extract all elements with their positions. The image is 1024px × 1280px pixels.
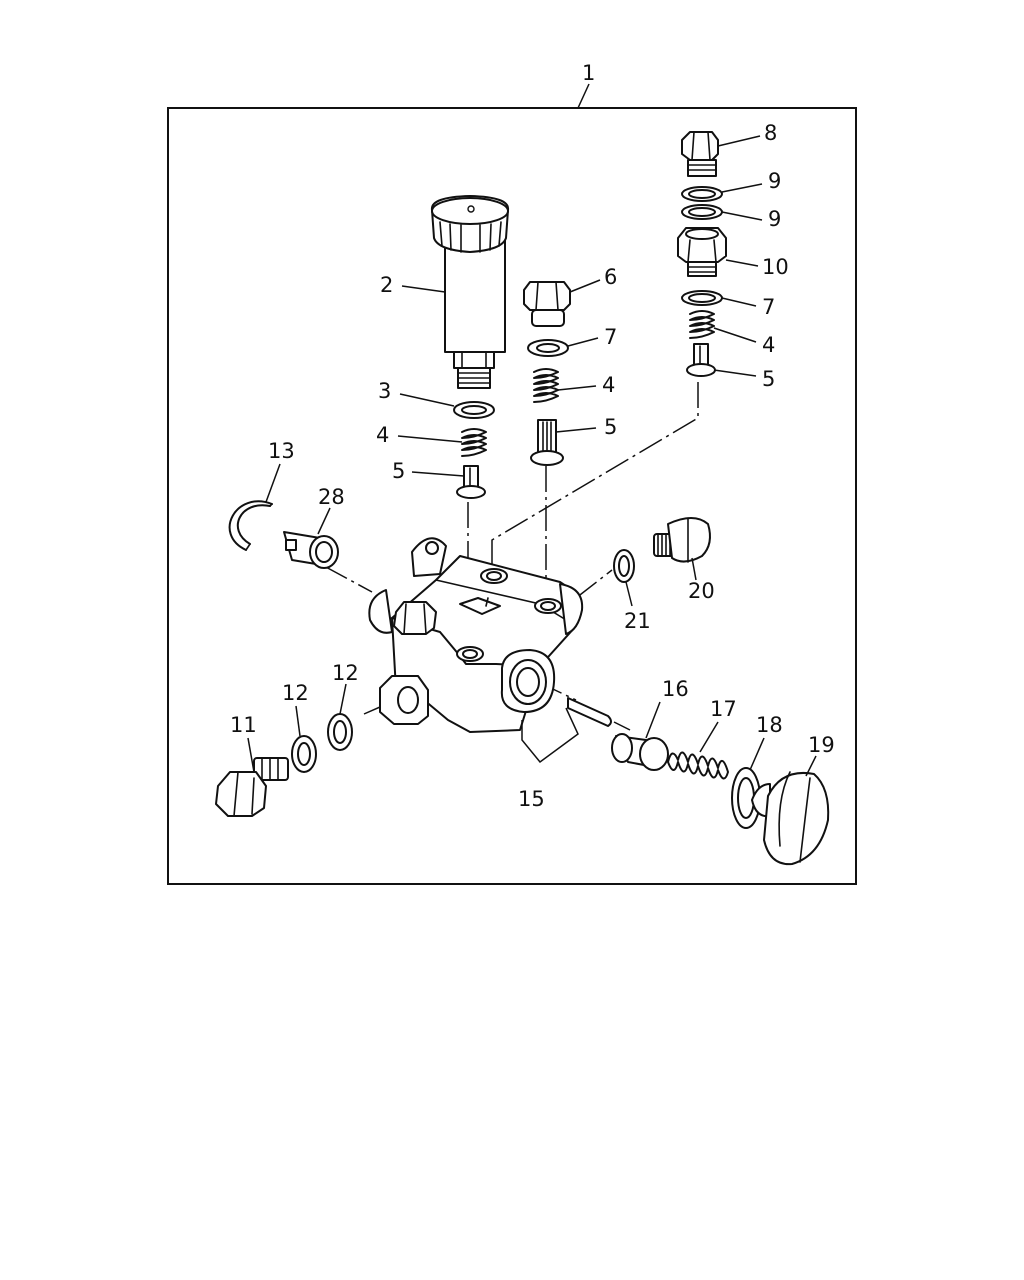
callout-5-middle: 5 bbox=[604, 415, 617, 439]
valve-part-5-left bbox=[456, 465, 486, 499]
callout-7-right: 7 bbox=[762, 295, 775, 319]
leader-7b bbox=[721, 297, 757, 307]
washer-part-7-middle bbox=[527, 339, 569, 357]
callout-17: 17 bbox=[710, 697, 737, 721]
callout-6: 6 bbox=[604, 265, 617, 289]
leader-4a bbox=[397, 435, 463, 443]
diagram-frame bbox=[167, 107, 857, 885]
callout-15: 15 bbox=[518, 787, 545, 811]
plug-part-6 bbox=[523, 281, 571, 327]
plug-part-20 bbox=[653, 517, 711, 563]
leader-9a bbox=[721, 183, 763, 193]
washer-part-12-left bbox=[291, 735, 317, 773]
callout-1: 1 bbox=[582, 61, 595, 85]
callout-7-middle: 7 bbox=[604, 325, 617, 349]
leader-20 bbox=[691, 557, 697, 581]
leader-5c bbox=[713, 369, 757, 377]
valve-part-5-right bbox=[686, 343, 716, 377]
callout-2: 2 bbox=[380, 273, 393, 297]
callout-4-middle: 4 bbox=[602, 373, 615, 397]
callout-19: 19 bbox=[808, 733, 835, 757]
leader-5a bbox=[411, 471, 465, 477]
leader-2 bbox=[401, 285, 446, 293]
washer-part-12-right bbox=[327, 713, 353, 751]
leader-19 bbox=[805, 755, 817, 777]
callout-21: 21 bbox=[624, 609, 651, 633]
leader-10 bbox=[725, 259, 759, 267]
valve-holder-part-10 bbox=[677, 227, 727, 277]
valve-part-5-middle bbox=[530, 419, 564, 466]
sleeve-part-16 bbox=[611, 733, 669, 771]
spring-part-4-left bbox=[461, 428, 487, 457]
leader-28 bbox=[317, 507, 331, 535]
washer-part-3 bbox=[453, 401, 495, 419]
washer-part-7-right bbox=[681, 290, 723, 306]
washer-part-18 bbox=[731, 767, 761, 829]
callout-13: 13 bbox=[268, 439, 295, 463]
leader-11 bbox=[247, 737, 255, 773]
callout-5-left: 5 bbox=[392, 459, 405, 483]
callout-16: 16 bbox=[662, 677, 689, 701]
leader-4c bbox=[713, 327, 757, 343]
leader-16 bbox=[645, 701, 661, 739]
callout-20: 20 bbox=[688, 579, 715, 603]
leader-17 bbox=[699, 721, 719, 753]
pump-body bbox=[368, 537, 584, 733]
callout-8: 8 bbox=[764, 121, 777, 145]
leader-7a bbox=[567, 337, 599, 347]
bolt-part-8 bbox=[681, 131, 719, 177]
leader-21 bbox=[625, 581, 633, 607]
strainer-part-28 bbox=[283, 531, 339, 569]
callout-28: 28 bbox=[318, 485, 345, 509]
leader-5b bbox=[555, 427, 597, 433]
callout-labels: 1 2 3 4 5 6 7 4 5 8 9 9 10 7 4 5 13 28 2… bbox=[230, 61, 835, 811]
callout-9-upper: 9 bbox=[768, 169, 781, 193]
snap-ring-part-13 bbox=[228, 500, 273, 551]
callout-10: 10 bbox=[762, 255, 789, 279]
callout-9-lower: 9 bbox=[768, 207, 781, 231]
callout-12-left: 12 bbox=[282, 681, 309, 705]
leader-15 bbox=[521, 707, 579, 764]
leader-3 bbox=[399, 393, 455, 407]
leader-12b bbox=[339, 683, 347, 715]
leader-12a bbox=[295, 705, 301, 737]
spring-part-4-middle bbox=[533, 368, 559, 403]
callout-4-left: 4 bbox=[376, 423, 389, 447]
primer-pump-part-2 bbox=[430, 195, 510, 389]
callout-5-right: 5 bbox=[762, 367, 775, 391]
spring-part-17 bbox=[667, 751, 729, 780]
eye-bolt-part-11 bbox=[215, 757, 289, 817]
callout-4-right: 4 bbox=[762, 333, 775, 357]
callout-3: 3 bbox=[378, 379, 391, 403]
washer-part-21 bbox=[613, 549, 635, 583]
washer-part-9-lower bbox=[681, 204, 723, 220]
leader-1 bbox=[577, 83, 590, 109]
leader-4b bbox=[557, 385, 597, 391]
leader-13 bbox=[265, 463, 281, 503]
leader-6 bbox=[569, 279, 601, 293]
callout-12-right: 12 bbox=[332, 661, 359, 685]
pin-part-15 bbox=[567, 697, 612, 727]
spring-part-4-right bbox=[689, 310, 715, 339]
callout-18: 18 bbox=[756, 713, 783, 737]
plug-part-19 bbox=[751, 771, 830, 866]
leader-8 bbox=[717, 135, 761, 147]
callout-11: 11 bbox=[230, 713, 257, 737]
washer-part-9-upper bbox=[681, 186, 723, 202]
leader-9b bbox=[721, 211, 763, 221]
leader-18 bbox=[749, 737, 765, 771]
